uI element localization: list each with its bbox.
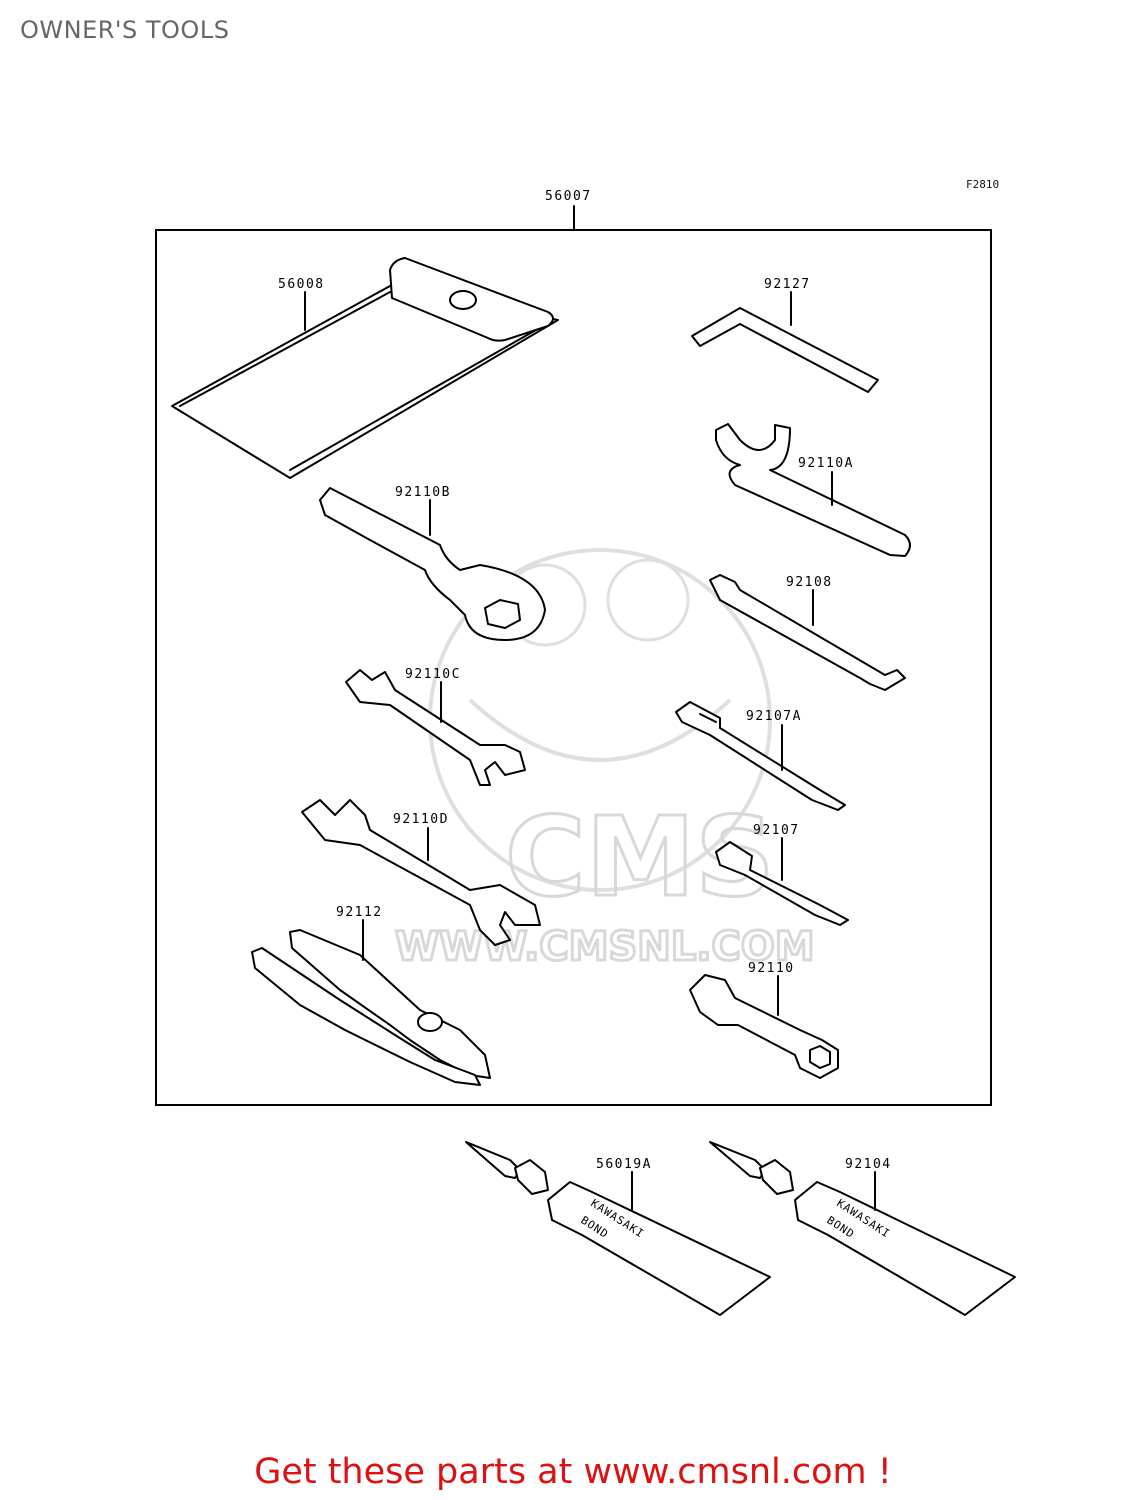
label-92110C: 92110C xyxy=(405,667,461,682)
label-92110B: 92110B xyxy=(395,485,451,500)
footer-cta: Get these parts at www.cmsnl.com ! xyxy=(0,1452,1146,1492)
label-92107: 92107 xyxy=(753,823,800,838)
figure-code: F2810 xyxy=(966,178,1000,191)
label-92110A: 92110A xyxy=(798,456,854,471)
label-92108: 92108 xyxy=(786,575,833,590)
pliers xyxy=(251,929,491,1086)
label-92127: 92127 xyxy=(764,277,811,292)
spark-plug-wrench xyxy=(689,974,839,1079)
label-56007: 56007 xyxy=(545,189,592,204)
label-56008: 56008 xyxy=(278,277,325,292)
label-92110D: 92110D xyxy=(393,812,449,827)
double-slot-bar xyxy=(709,574,906,691)
page-title: OWNER'S TOOLS xyxy=(20,16,230,44)
open-wrench-small xyxy=(345,669,526,786)
label-92110: 92110 xyxy=(748,961,795,976)
bond-tube-b: KAWASAKI BOND xyxy=(709,1141,1016,1316)
ring-wrench xyxy=(319,487,546,641)
hook-wrench xyxy=(715,423,911,557)
footer-link[interactable]: Get these parts at www.cmsnl.com ! xyxy=(254,1452,892,1492)
bond-tube-a: KAWASAKI BOND xyxy=(465,1141,771,1316)
label-92107A: 92107A xyxy=(746,709,802,724)
watermark: CMS WWW.CMSNL.COM xyxy=(394,548,816,972)
hex-key xyxy=(691,307,879,393)
tool-pouch xyxy=(171,257,559,479)
screwdriver xyxy=(715,841,849,926)
kit-box xyxy=(155,229,992,1106)
label-92112: 92112 xyxy=(336,905,383,920)
open-wrench-large xyxy=(301,799,541,946)
watermark-url: WWW.CMSNL.COM xyxy=(395,924,815,970)
screwdriver-a xyxy=(675,701,846,811)
label-56019A: 56019A xyxy=(596,1157,652,1172)
label-92104: 92104 xyxy=(845,1157,892,1172)
